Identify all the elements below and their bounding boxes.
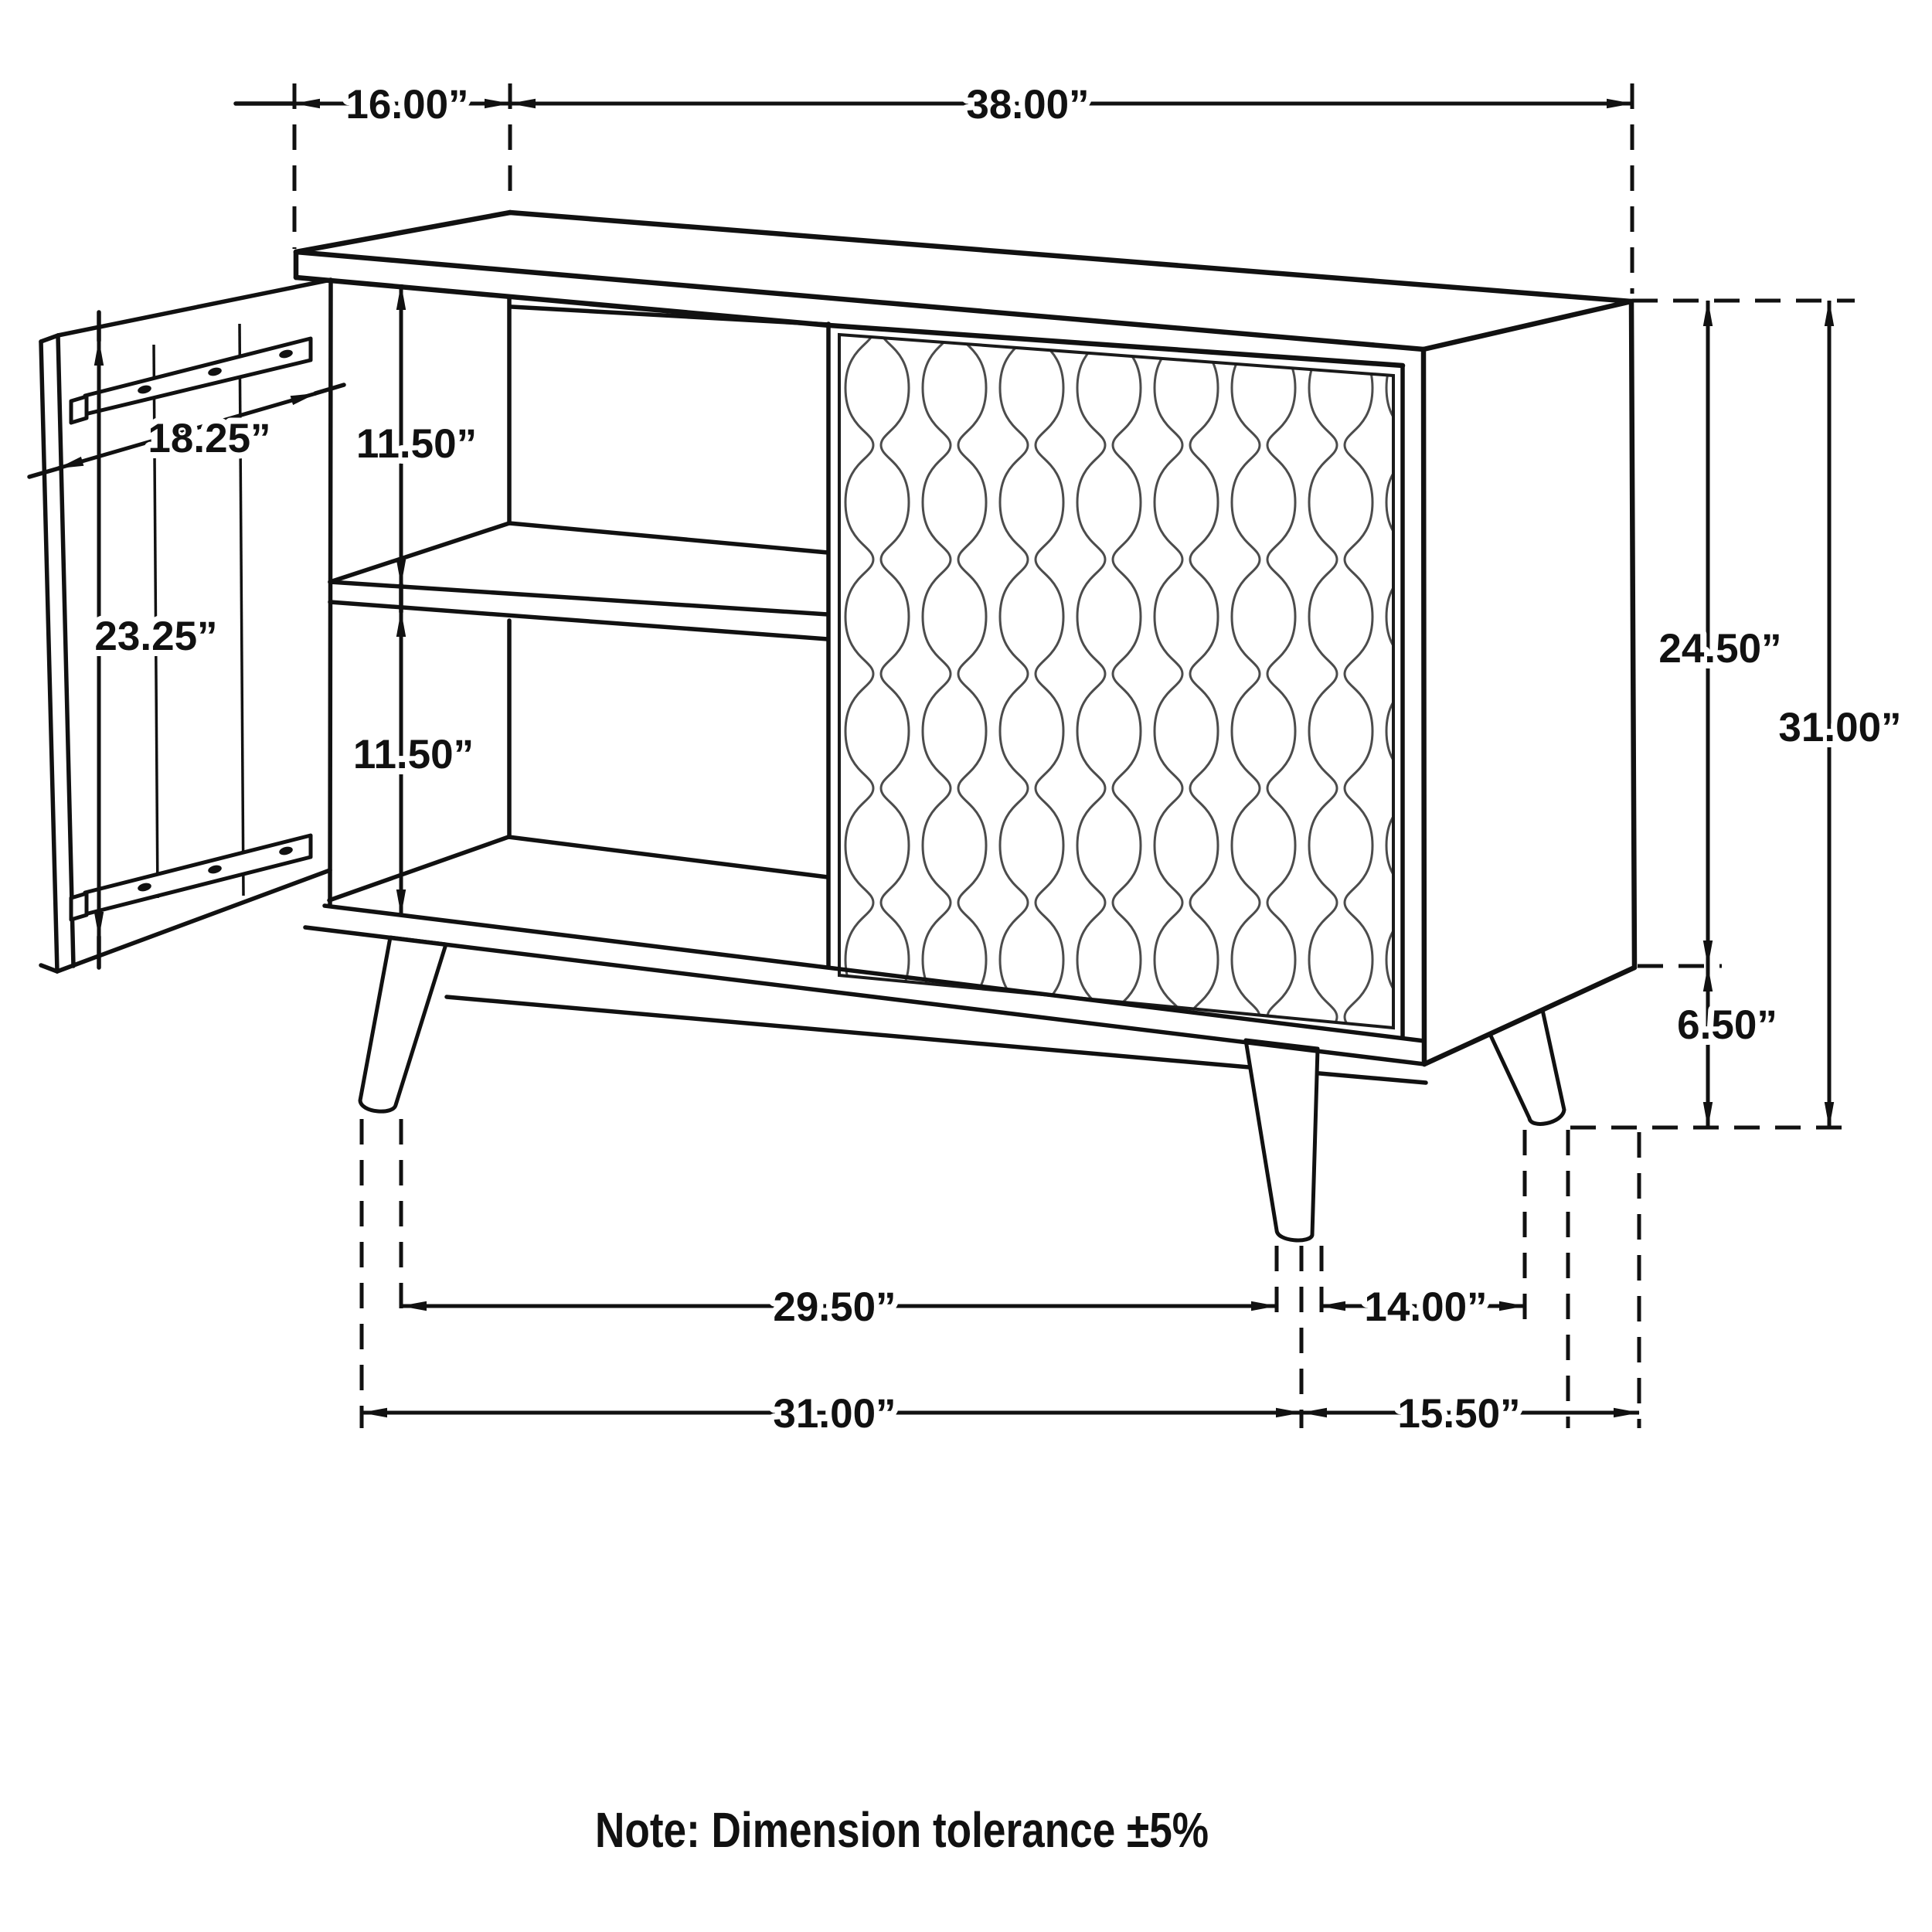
svg-text:15.50”: 15.50” xyxy=(1397,1391,1520,1437)
svg-text:23.25”: 23.25” xyxy=(94,614,217,659)
svg-text:14.00”: 14.00” xyxy=(1364,1284,1487,1330)
svg-text:11.50”: 11.50” xyxy=(353,732,474,777)
svg-text:18.25”: 18.25” xyxy=(148,416,270,461)
svg-text:Note: Dimension tolerance ±5%: Note: Dimension tolerance ±5% xyxy=(595,1802,1209,1858)
svg-text:16.00”: 16.00” xyxy=(345,82,468,128)
svg-text:29.50”: 29.50” xyxy=(773,1284,896,1330)
svg-text:38.00”: 38.00” xyxy=(966,82,1089,128)
svg-text:11.50”: 11.50” xyxy=(356,421,477,467)
svg-text:24.50”: 24.50” xyxy=(1658,626,1781,672)
svg-text:6.50”: 6.50” xyxy=(1677,1002,1777,1048)
svg-text:31.00”: 31.00” xyxy=(773,1391,896,1437)
svg-text:31.00”: 31.00” xyxy=(1778,705,1901,750)
